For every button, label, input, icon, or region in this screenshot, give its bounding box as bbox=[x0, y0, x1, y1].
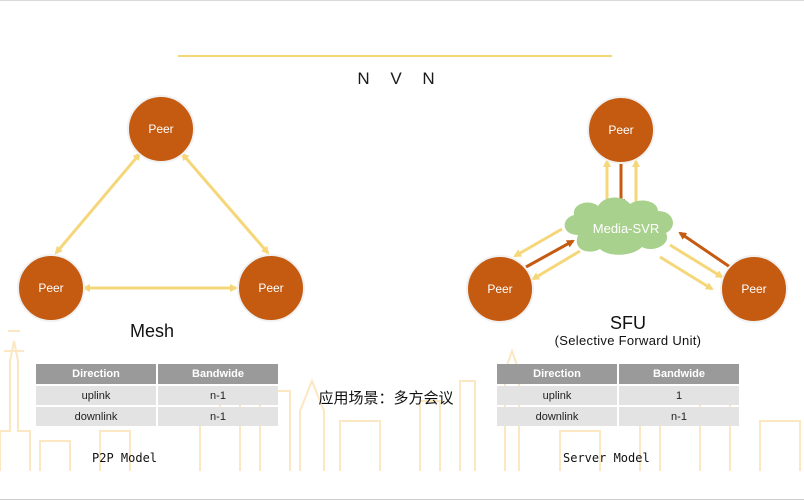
table-cell: 1 bbox=[619, 386, 739, 405]
table-header-bandwide: Bandwide bbox=[619, 364, 739, 384]
sfu-left-upload-arrow bbox=[525, 239, 575, 269]
svg-text:Peer: Peer bbox=[487, 282, 512, 296]
table-cell: uplink bbox=[36, 386, 156, 405]
sfu-peer-top: Peer bbox=[587, 96, 655, 164]
sfu-caption: SFU bbox=[610, 313, 646, 333]
svg-text:Peer: Peer bbox=[741, 282, 766, 296]
p2p-model-label: P2P Model bbox=[92, 451, 158, 465]
mesh-link-top-right bbox=[181, 152, 270, 255]
sfu-bandwidth-table: Direction Bandwide uplink 1 downlink n-1 bbox=[495, 362, 741, 428]
title-accent-line bbox=[178, 55, 612, 57]
table-cell: uplink bbox=[497, 386, 617, 405]
sfu-left-download-arrow-2 bbox=[531, 249, 581, 281]
table-row: uplink 1 bbox=[497, 386, 739, 405]
table-header-row: Direction Bandwide bbox=[497, 364, 739, 384]
mesh-bandwidth-table: Direction Bandwide uplink n-1 downlink n… bbox=[34, 362, 280, 428]
mesh-caption: Mesh bbox=[129, 321, 174, 341]
table-row: downlink n-1 bbox=[36, 407, 278, 426]
table-header-bandwide: Bandwide bbox=[158, 364, 278, 384]
slide-title: N V N bbox=[357, 69, 443, 88]
sfu-right-download-arrow-2 bbox=[659, 255, 714, 291]
svg-text:Peer: Peer bbox=[608, 123, 633, 137]
sfu-subcaption: (Selective Forward Unit) bbox=[554, 333, 702, 348]
table-cell: n-1 bbox=[158, 386, 278, 405]
mesh-peer-right: Peer bbox=[237, 254, 305, 322]
sfu-right-upload-arrow bbox=[678, 231, 731, 269]
table-cell: downlink bbox=[36, 407, 156, 426]
sfu-left-download-arrow bbox=[513, 227, 563, 258]
table-header-direction: Direction bbox=[36, 364, 156, 384]
svg-text:Peer: Peer bbox=[148, 122, 173, 136]
server-model-label: Server Model bbox=[563, 451, 650, 465]
mesh-link-top-left bbox=[54, 152, 141, 255]
svg-text:Peer: Peer bbox=[258, 281, 283, 295]
mesh-peer-left: Peer bbox=[17, 254, 85, 322]
table-header-direction: Direction bbox=[497, 364, 617, 384]
table-cell: n-1 bbox=[158, 407, 278, 426]
usage-scenario-text: 应用场景：多方会议 bbox=[318, 389, 454, 407]
table-header-row: Direction Bandwide bbox=[36, 364, 278, 384]
mesh-peer-top: Peer bbox=[127, 95, 195, 163]
svg-text:Media-SVR: Media-SVR bbox=[593, 221, 659, 236]
svg-text:Peer: Peer bbox=[38, 281, 63, 295]
sfu-peer-right: Peer bbox=[720, 255, 788, 323]
table-cell: n-1 bbox=[619, 407, 739, 426]
sfu-peer-left: Peer bbox=[466, 255, 534, 323]
media-server-cloud: Media-SVR bbox=[564, 197, 673, 255]
sfu-right-download-arrow bbox=[669, 243, 724, 279]
table-cell: downlink bbox=[497, 407, 617, 426]
table-row: downlink n-1 bbox=[497, 407, 739, 426]
table-row: uplink n-1 bbox=[36, 386, 278, 405]
